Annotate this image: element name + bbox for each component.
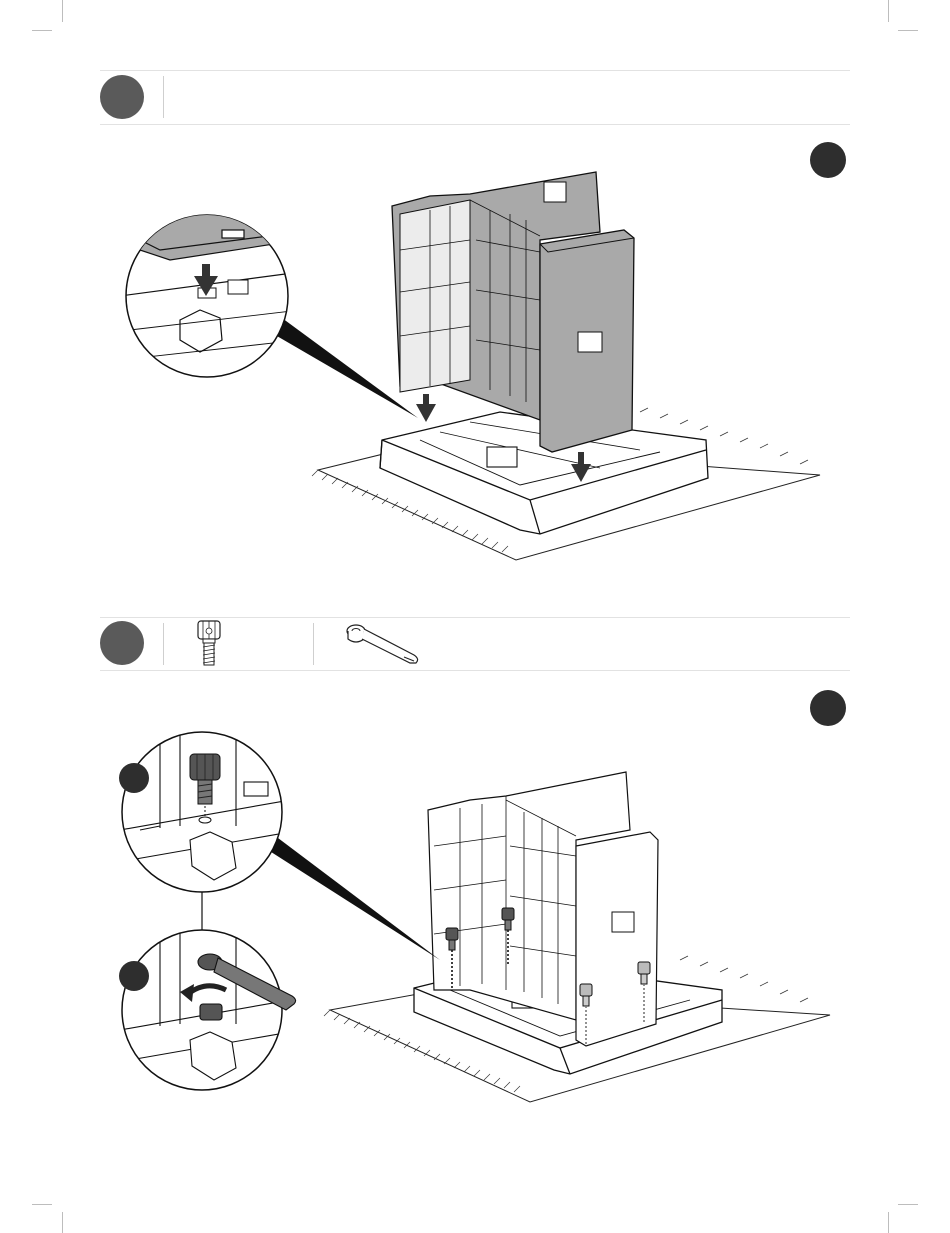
callout-circle xyxy=(119,763,149,793)
detail-magnifier xyxy=(120,930,296,1090)
back-panel-label-box xyxy=(612,912,634,932)
magnifier-pointer xyxy=(268,838,440,960)
back-panel xyxy=(576,832,658,1046)
callout-circle xyxy=(119,961,149,991)
detail-magnifier xyxy=(120,732,290,892)
